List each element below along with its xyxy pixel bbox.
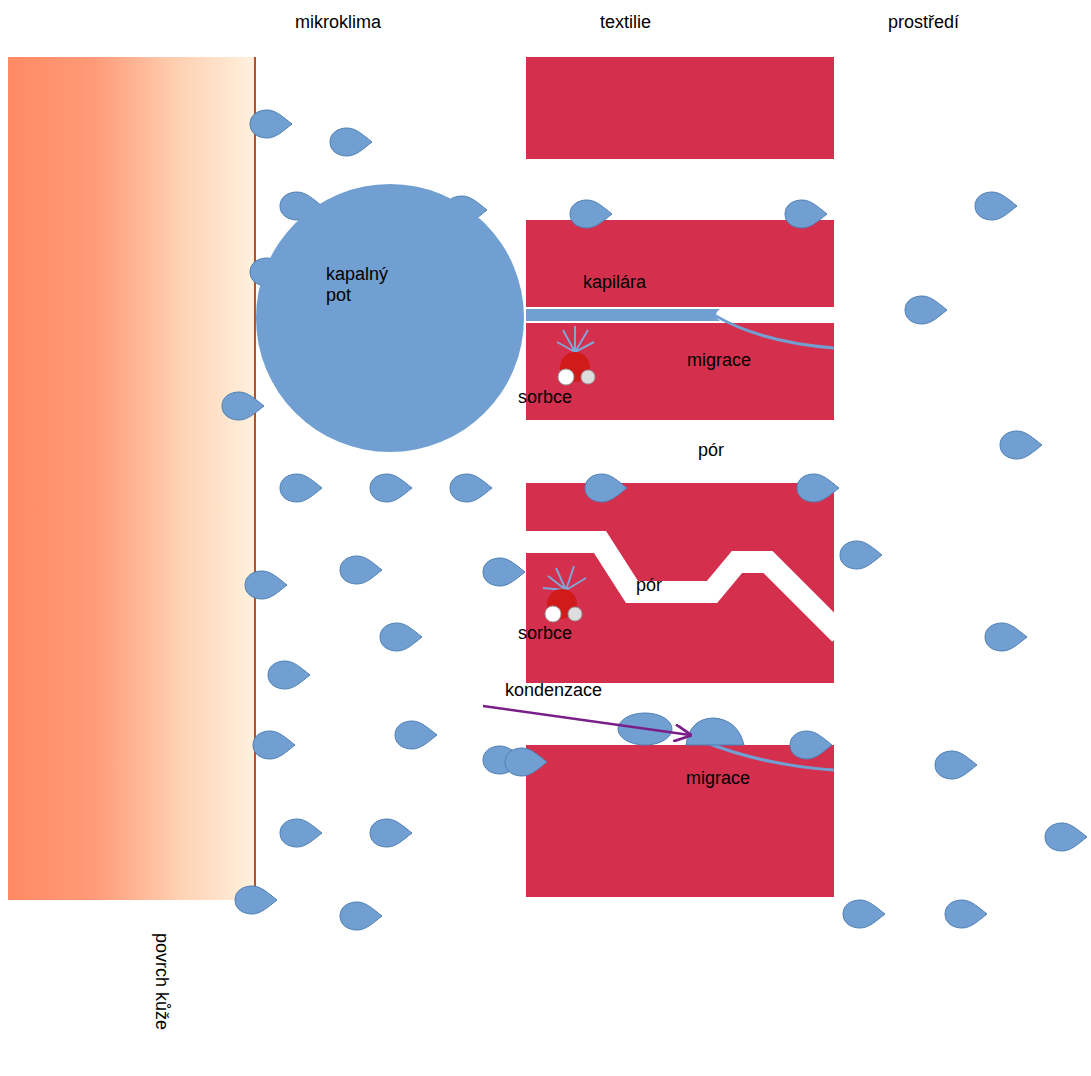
vapour-drop <box>370 474 412 502</box>
migration-line <box>714 315 834 348</box>
vapour-drop <box>340 902 382 930</box>
vapour-drop <box>395 721 437 749</box>
vapour-drop <box>905 296 947 324</box>
vapour-drop <box>935 751 977 779</box>
vapour-drop <box>790 731 832 759</box>
node-text: sorbce <box>518 623 572 644</box>
skin-surface <box>254 57 256 900</box>
condensed-drop <box>686 718 744 745</box>
vapour-drop <box>253 731 295 759</box>
vapour-drop <box>1000 431 1042 459</box>
zone-heading: mikroklima <box>295 12 381 33</box>
process-label: kondenzace <box>505 680 602 701</box>
node-text: migrace <box>687 350 751 371</box>
textile-fibre-block: pórsorbce <box>526 483 834 683</box>
textile-fibre-block: kapilára <box>526 220 834 307</box>
textile-blocks <box>526 57 834 897</box>
vapour-drops <box>222 110 1087 930</box>
node-text: sorbce <box>518 387 572 408</box>
vapour-drop <box>843 900 885 928</box>
capillary-gap <box>716 309 834 321</box>
condensation-arrow <box>483 706 690 735</box>
water-molecule <box>545 589 582 622</box>
zone-heading: prostředí <box>888 12 959 33</box>
process-label: pór <box>698 440 724 461</box>
vapour-drop <box>340 556 382 584</box>
vapour-drop <box>268 661 310 689</box>
vapour-drop <box>280 819 322 847</box>
node-text: pór <box>636 575 662 596</box>
vapour-drop <box>330 128 372 156</box>
zone-heading: textilie <box>600 12 651 33</box>
node-text: kapilára <box>583 272 646 293</box>
vapour-drop <box>840 541 882 569</box>
vapour-drop <box>483 558 525 586</box>
sweat-drop <box>256 184 524 452</box>
vapour-drop <box>222 392 264 420</box>
vapour-drop <box>975 192 1017 220</box>
surface-label: povrch kůže <box>151 933 172 1030</box>
vapour-drop <box>585 474 627 502</box>
sweat-drop-node: kapalný pot <box>256 184 524 452</box>
textile-fibre-block: migrace <box>526 745 834 897</box>
capillary <box>526 309 720 321</box>
vapour-drop <box>450 474 492 502</box>
vapour-drop <box>797 474 839 502</box>
sorption-burst <box>543 326 594 590</box>
textile-fibre-block: migracesorbce <box>526 323 834 420</box>
vapour-drop <box>985 623 1027 651</box>
vapour-drop <box>945 900 987 928</box>
vapour-drop <box>250 110 292 138</box>
vapour-drop <box>370 819 412 847</box>
water-molecule <box>558 352 595 385</box>
skin <box>8 57 255 900</box>
pore-channel <box>520 542 840 634</box>
vapour-drop <box>785 200 827 228</box>
vapour-drop <box>235 886 277 914</box>
vapour-drop <box>1045 823 1087 851</box>
vapour-drop <box>245 571 287 599</box>
node-text: kapalný pot <box>326 264 404 306</box>
vapour-drop <box>505 748 547 776</box>
vapour-drop <box>570 200 612 228</box>
vapour-drop <box>380 623 422 651</box>
node-text: migrace <box>686 768 750 789</box>
vapour-drop <box>280 474 322 502</box>
